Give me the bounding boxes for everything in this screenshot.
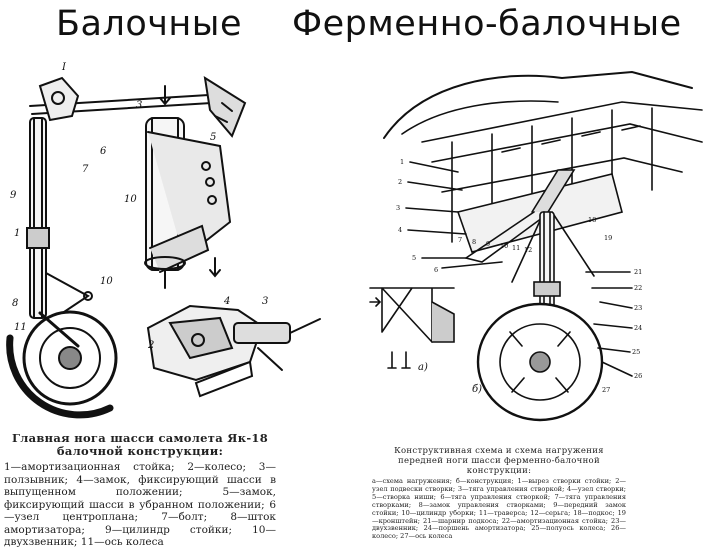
callout-r8: 8 <box>472 238 476 246</box>
callout-r26: 26 <box>634 372 642 380</box>
left-figure-caption: Главная нога шасси самолета Як-18 балочн… <box>4 432 276 549</box>
callout-r3: 3 <box>396 204 400 212</box>
right-caption-body: а—схема нагружения; б—конструкция; 1—выр… <box>372 477 626 541</box>
callout-r19: 19 <box>604 234 612 242</box>
callout-r22: 22 <box>634 284 642 292</box>
callout-r9: 9 <box>486 240 490 248</box>
callout-r21: 21 <box>634 268 642 276</box>
callout-r6: 6 <box>434 266 438 274</box>
right-figure-caption: Конструктивная схема и схема нагружения … <box>372 446 626 541</box>
callout-r24: 24 <box>634 324 642 332</box>
callout-8: 8 <box>12 298 18 309</box>
callout-r27: 27 <box>602 386 610 394</box>
right-caption-heading: Конструктивная схема и схема нагружения … <box>394 446 604 476</box>
callout-r7: 7 <box>458 236 462 244</box>
callout-10-mid: 10 <box>124 194 137 205</box>
callout-10-low: 10 <box>100 276 113 287</box>
left-callouts: I 3 6 5 7 9 10 1 10 8 11 2 4 3 <box>10 62 268 351</box>
callout-r4: 4 <box>398 226 402 234</box>
left-caption-heading: Главная нога шасси самолета Як-18 балочн… <box>11 431 269 458</box>
callout-r23: 23 <box>634 304 642 312</box>
callout-3-top: 3 <box>136 100 142 111</box>
callout-r12: 12 <box>524 246 532 254</box>
right-callouts: 1 2 3 4 5 6 7 8 9 10 11 12 18 19 21 22 2… <box>396 158 642 395</box>
callout-r25: 25 <box>632 348 640 356</box>
callout-r5: 5 <box>412 254 416 262</box>
truss-beam-gear-drawing: 1 2 3 4 5 6 7 8 9 10 11 12 18 19 21 22 2… <box>369 70 703 422</box>
left-caption-body: 1—амортизационная стойка; 2—колесо; 3—по… <box>4 461 276 548</box>
callout-9: 9 <box>10 190 17 201</box>
title-truss-beam-type: Ферменно-балочные <box>292 4 682 44</box>
callout-I: I <box>61 62 67 73</box>
callout-6: 6 <box>100 146 107 157</box>
callout-r18: 18 <box>588 216 596 224</box>
callout-r1: 1 <box>400 158 404 166</box>
callout-r10: 10 <box>500 242 508 250</box>
callout-3-low: 3 <box>262 296 268 307</box>
callout-r11: 11 <box>512 244 520 252</box>
beam-gear-drawing: I 3 6 5 7 9 10 1 10 8 11 2 4 3 <box>6 62 321 419</box>
callout-r2: 2 <box>398 178 402 186</box>
callout-ra: а) <box>418 362 428 373</box>
callout-5: 5 <box>210 132 216 143</box>
callout-rb: б) <box>472 384 482 395</box>
callout-4: 4 <box>223 296 230 307</box>
callout-1: 1 <box>14 228 20 239</box>
callout-7: 7 <box>82 164 89 175</box>
callout-11: 11 <box>14 322 27 333</box>
title-beam-type: Балочные <box>56 4 242 44</box>
callout-2: 2 <box>147 340 154 351</box>
